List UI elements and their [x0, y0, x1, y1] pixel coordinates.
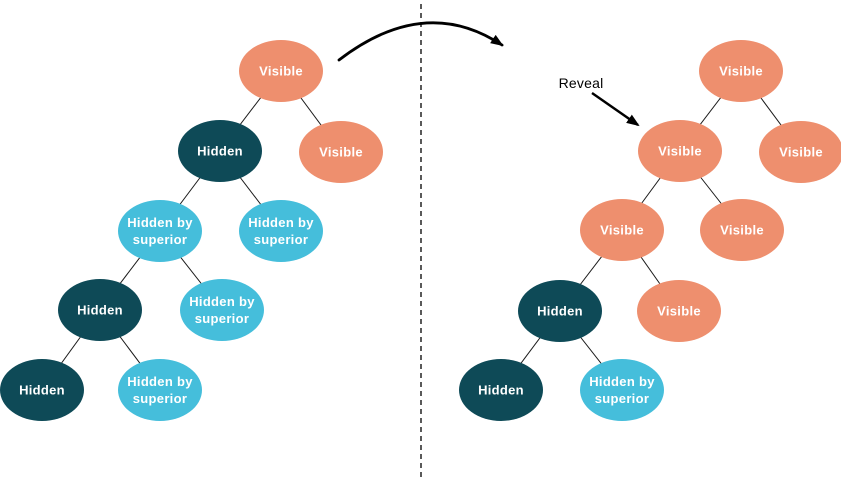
node-ellipse — [759, 121, 841, 183]
tree-node-hidden: Hidden — [58, 279, 142, 341]
node-label-line: Visible — [319, 145, 363, 160]
node-ellipse — [459, 359, 543, 421]
node-label: Visible — [658, 144, 702, 159]
node-label-line: Hidden — [77, 303, 123, 318]
node-label-line: superior — [133, 232, 187, 247]
reveal-arrow — [591, 92, 640, 127]
node-label-line: Hidden by — [189, 294, 255, 309]
node-label: Visible — [719, 64, 763, 79]
node-ellipse — [178, 120, 262, 182]
node-label-line: Hidden by — [248, 215, 314, 230]
node-label-line: Hidden — [197, 144, 243, 159]
node-label-line: Hidden by — [127, 374, 193, 389]
node-label-line: superior — [195, 311, 249, 326]
tree-node-hidden: Hidden — [459, 359, 543, 421]
node-ellipse — [180, 279, 264, 341]
node-label: Hidden by superior — [127, 215, 193, 247]
node-label: Visible — [657, 304, 701, 319]
node-ellipse — [0, 359, 84, 421]
node-label-line: Hidden — [478, 383, 524, 398]
node-ellipse — [58, 279, 142, 341]
node-ellipse — [518, 280, 602, 342]
node-label-line: Visible — [259, 64, 303, 79]
node-ellipse — [118, 200, 202, 262]
node-label: Visible — [319, 145, 363, 160]
node-label-line: Hidden — [537, 304, 583, 319]
tree-node-hidden: Hidden — [518, 280, 602, 342]
node-label: Hidden — [197, 144, 243, 159]
tree-node-visible: Visible — [699, 40, 783, 102]
node-label-line: Visible — [779, 145, 823, 160]
node-label-line: Visible — [658, 144, 702, 159]
node-ellipse — [700, 199, 784, 261]
tree-node-visible: Visible — [637, 280, 721, 342]
tree-node-visible: Visible — [638, 120, 722, 182]
node-label-line: Visible — [657, 304, 701, 319]
node-label: Visible — [779, 145, 823, 160]
transform-arrow — [337, 21, 504, 62]
tree-node-visible: Visible — [299, 121, 383, 183]
node-ellipse — [299, 121, 383, 183]
node-ellipse — [239, 40, 323, 102]
node-label-line: Hidden by — [127, 215, 193, 230]
tree-node-hidden: Hidden — [178, 120, 262, 182]
tree-node-hidden_by_superior: Hidden by superior — [580, 359, 664, 421]
tree-node-visible: Visible — [700, 199, 784, 261]
node-ellipse — [638, 120, 722, 182]
node-ellipse — [699, 40, 783, 102]
node-label-line: Visible — [720, 223, 764, 238]
reveal-label: Reveal — [559, 75, 604, 91]
node-label: Visible — [600, 223, 644, 238]
node-ellipse — [580, 359, 664, 421]
tree-node-hidden_by_superior: Hidden by superior — [180, 279, 264, 341]
tree-node-visible: Visible — [580, 199, 664, 261]
tree-node-visible: Visible — [759, 121, 841, 183]
node-label-line: Visible — [719, 64, 763, 79]
node-ellipse — [118, 359, 202, 421]
node-label: Visible — [720, 223, 764, 238]
node-label-line: Visible — [600, 223, 644, 238]
node-label: Hidden — [537, 304, 583, 319]
node-label-line: superior — [254, 232, 308, 247]
node-label: Hidden — [478, 383, 524, 398]
node-label: Hidden by superior — [589, 374, 655, 406]
node-ellipse — [239, 200, 323, 262]
tree-node-hidden_by_superior: Hidden by superior — [239, 200, 323, 262]
tree-node-hidden_by_superior: Hidden by superior — [118, 200, 202, 262]
node-label: Hidden — [77, 303, 123, 318]
node-ellipse — [637, 280, 721, 342]
node-label: Hidden by superior — [248, 215, 314, 247]
node-label-line: Hidden — [19, 383, 65, 398]
tree-node-visible: Visible — [239, 40, 323, 102]
node-label: Hidden by superior — [189, 294, 255, 326]
node-label-line: superior — [595, 391, 649, 406]
node-label: Visible — [259, 64, 303, 79]
node-label-line: superior — [133, 391, 187, 406]
node-label-line: Hidden by — [589, 374, 655, 389]
node-ellipse — [580, 199, 664, 261]
tree-node-hidden: Hidden — [0, 359, 84, 421]
node-label: Hidden — [19, 383, 65, 398]
node-label: Hidden by superior — [127, 374, 193, 406]
tree-node-hidden_by_superior: Hidden by superior — [118, 359, 202, 421]
